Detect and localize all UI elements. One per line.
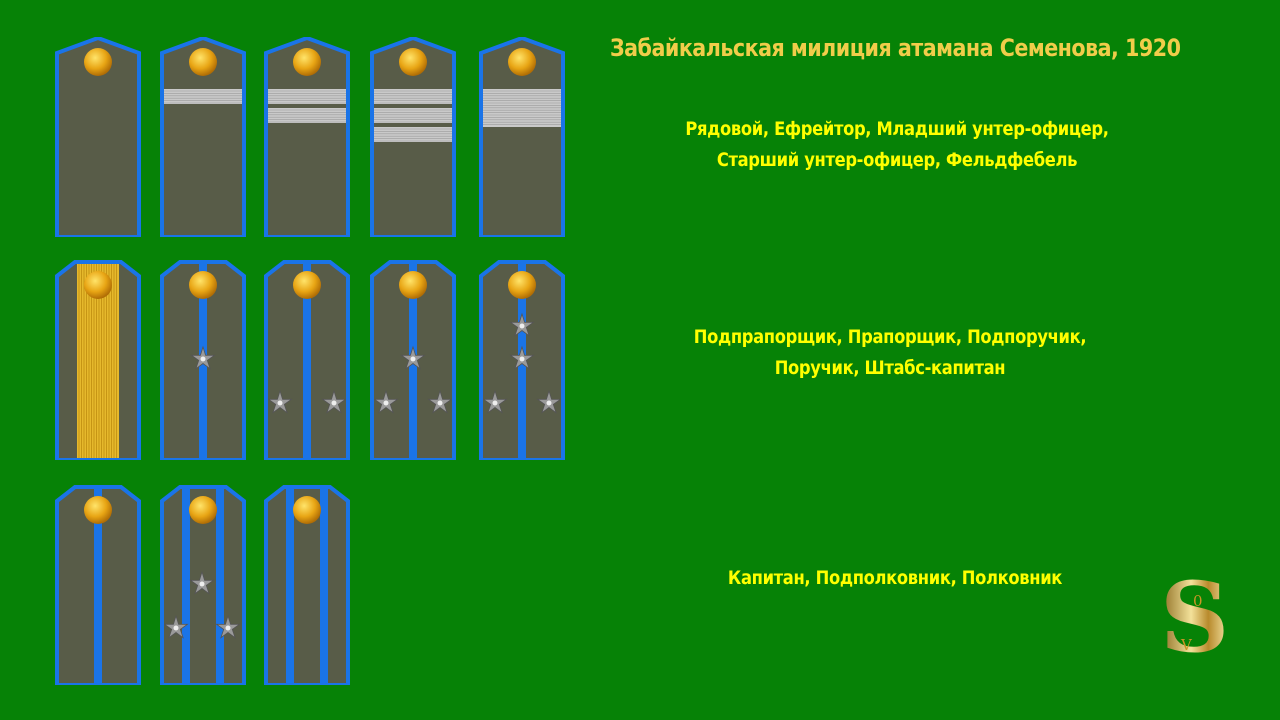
logo-letter: S (1160, 561, 1230, 674)
button-icon (508, 271, 536, 299)
star-icon (427, 389, 453, 414)
star-icon (373, 389, 399, 414)
shoulder-board (264, 37, 350, 237)
caption-nco: Рядовой, Ефрейтор, Младший унтер-офицер,… (652, 114, 1142, 176)
shoulder-board (370, 260, 456, 460)
star-icon (215, 614, 241, 639)
button-icon (189, 496, 217, 524)
caption-line: Капитан, Подполковник, Полковник (727, 567, 1063, 589)
star-icon (163, 614, 189, 639)
shoulder-board (55, 260, 141, 460)
caption-line: Рядовой, Ефрейтор, Младший унтер-офицер, (685, 118, 1109, 140)
shoulder-board (160, 37, 246, 237)
button-icon (84, 496, 112, 524)
button-icon (84, 271, 112, 299)
caption-line: Подпрапорщик, Прапорщик, Подпоручик, (693, 326, 1087, 348)
shoulder-board (370, 37, 456, 237)
shoulder-board (264, 485, 350, 685)
shoulder-board (55, 37, 141, 237)
star-icon (190, 345, 216, 370)
star-icon (400, 345, 426, 370)
button-icon (293, 271, 321, 299)
caption-line: Поручик, Штабс-капитан (774, 357, 1006, 379)
shoulder-board (479, 37, 565, 237)
button-icon (189, 48, 217, 76)
button-icon (508, 48, 536, 76)
button-icon (189, 271, 217, 299)
button-icon (399, 48, 427, 76)
shoulder-board (160, 485, 246, 685)
star-icon (267, 389, 293, 414)
star-icon (189, 570, 215, 595)
caption-junior-officers: Подпрапорщик, Прапорщик, Подпоручик, Пор… (645, 322, 1135, 384)
logo: S 0 V (1160, 570, 1229, 668)
button-icon (399, 271, 427, 299)
star-icon (321, 389, 347, 414)
shoulder-board (160, 260, 246, 460)
page-title: Забайкальская милиция атамана Семенова, … (610, 34, 1181, 62)
star-icon (536, 389, 562, 414)
caption-line: Старший унтер-офицер, Фельдфебель (716, 149, 1078, 171)
logo-upper: 0 (1193, 592, 1203, 610)
star-icon (482, 389, 508, 414)
logo-lower: V (1181, 636, 1192, 654)
shoulder-board (479, 260, 565, 460)
caption-senior-officers: Капитан, Подполковник, Полковник (650, 563, 1140, 594)
shoulder-board (55, 485, 141, 685)
shoulder-board (264, 260, 350, 460)
star-icon (509, 312, 535, 337)
button-icon (84, 48, 112, 76)
star-icon (509, 345, 535, 370)
button-icon (293, 48, 321, 76)
button-icon (293, 496, 321, 524)
